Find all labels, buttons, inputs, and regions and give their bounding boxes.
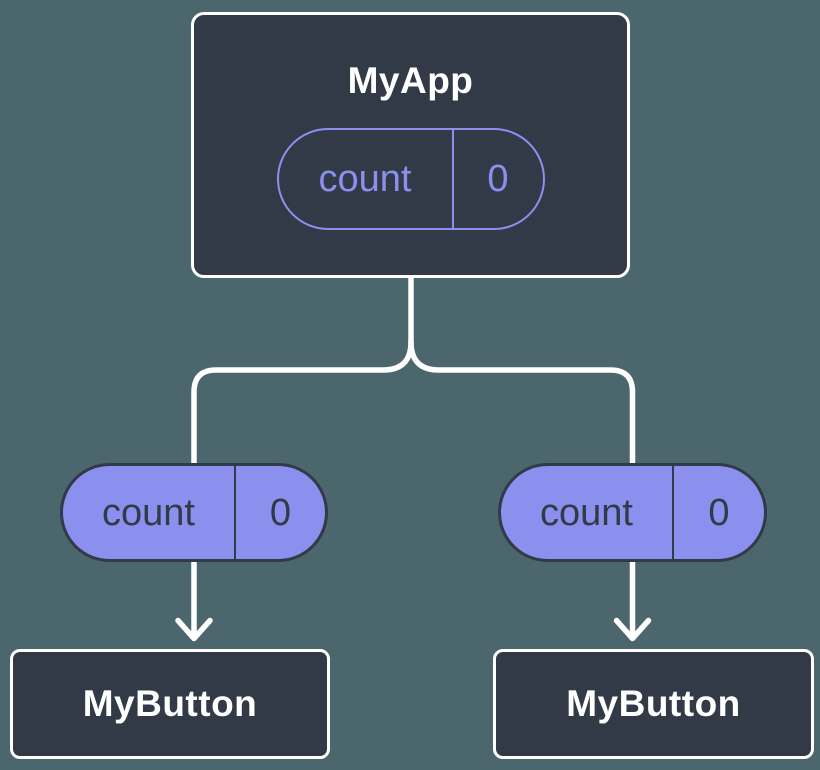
prop-name: count (102, 491, 195, 534)
prop-pill-root: count 0 (276, 128, 545, 230)
prop-name: count (540, 491, 633, 534)
prop-value: 0 (451, 130, 543, 228)
component-node-mybutton-right: MyButton (493, 649, 814, 759)
arrow-down-icon-right (613, 617, 652, 642)
component-title: MyApp (347, 60, 474, 101)
tree-branch-left (191, 339, 414, 467)
tree-branch-right (408, 339, 636, 467)
prop-name: count (318, 158, 412, 200)
component-node-myapp: MyApp count 0 (191, 12, 630, 278)
prop-pill-right: count 0 (498, 463, 767, 562)
component-node-mybutton-left: MyButton (10, 649, 330, 759)
prop-value: 0 (672, 466, 764, 559)
prop-pill-left: count 0 (60, 463, 328, 562)
arrow-down-icon-left (175, 617, 213, 642)
prop-value: 0 (234, 466, 325, 559)
